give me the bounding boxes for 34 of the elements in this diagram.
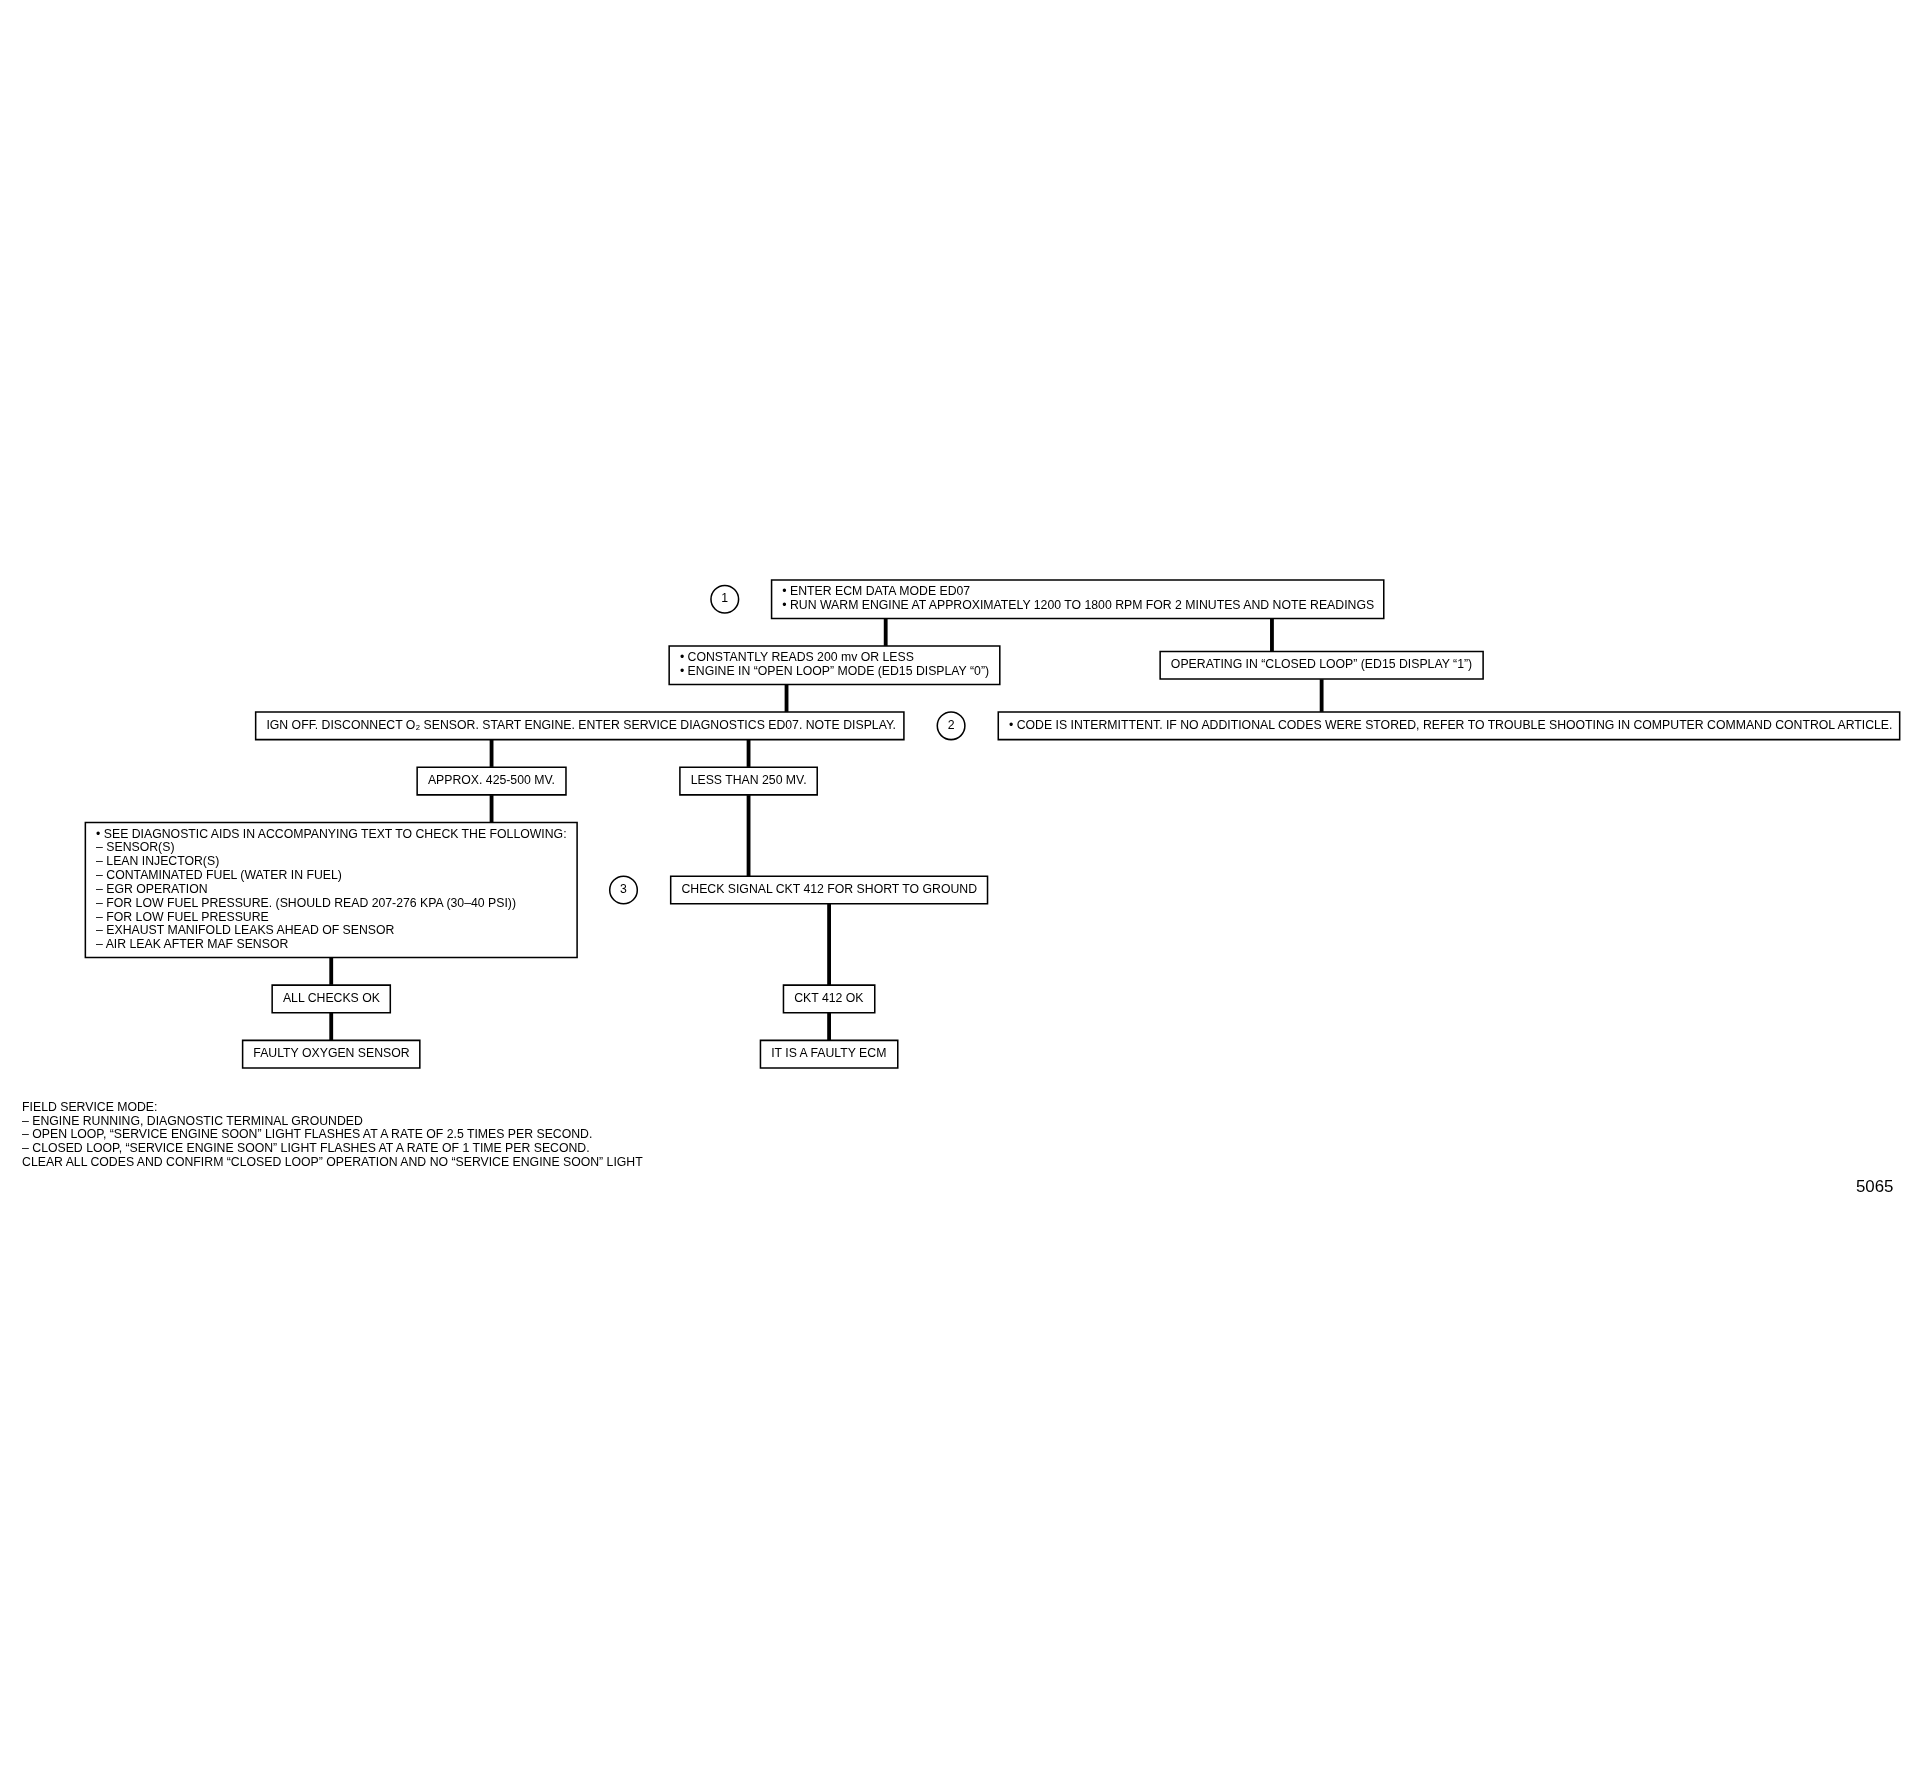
node-label: 3 — [620, 881, 627, 896]
node-box: LESS THAN 250 MV. — [679, 766, 818, 796]
connector — [746, 739, 751, 767]
node-box: • SEE DIAGNOSTIC AIDS IN ACCOMPANYING TEXT TO CHECK THE FOLLOWING: – SENSOR(S) – LEAN INJECTOR(S) – CONTAMINATED FUEL (WATER IN FUEL) – EGR OPERATION – FOR LOW FUEL PRESSURE. (SHOULD READ 207-276 KPA (30–40 PSI)) – FOR LOW FUEL PRESSURE – EXHAUST MANIFOLD LEAKS AHEAD OF SENSOR – AIR LEAK AFTER MAF SENSOR — [84, 821, 578, 958]
node-box: OPERATING IN “CLOSED LOOP” (ED15 DISPLAY “1”) — [1159, 650, 1484, 680]
caption: 5065 — [1855, 1176, 1894, 1196]
connector — [827, 903, 832, 985]
node-box: IT IS A FAULTY ECM — [759, 1039, 899, 1069]
connector — [827, 1012, 832, 1040]
connector — [883, 618, 888, 646]
connector — [784, 684, 789, 712]
node-box: • CONSTANTLY READS 200 mv OR LESS • ENGINE IN “OPEN LOOP” MODE (ED15 DISPLAY “0”) — [668, 644, 1001, 685]
node-box: APPROX. 425-500 MV. — [416, 766, 567, 796]
label: – ENGINE RUNNING, DIAGNOSTIC TERMINAL GROUNDED — [22, 1113, 363, 1128]
node-box: FAULTY OXYGEN SENSOR — [241, 1039, 421, 1069]
connector — [489, 794, 494, 822]
node-box: • ENTER ECM DATA MODE ED07 • RUN WARM ENGINE AT APPROXIMATELY 1200 TO 1800 RPM FOR 2 MINUTES AND NOTE READINGS — [770, 578, 1385, 619]
label: CLEAR ALL CODES AND CONFIRM “CLOSED LOOP” OPERATION AND NO “SERVICE ENGINE SOON” LIGHT — [22, 1154, 643, 1169]
node-label: 2 — [947, 717, 955, 732]
label: FIELD SERVICE MODE: — [22, 1099, 158, 1114]
label: – OPEN LOOP, “SERVICE ENGINE SOON” LIGHT FLASHES AT A RATE OF 2.5 TIMES PER SECOND. — [22, 1126, 593, 1141]
connector — [1319, 678, 1324, 712]
connector — [1270, 618, 1274, 651]
connector — [489, 739, 494, 767]
node-label: 1 — [721, 590, 729, 605]
node-box: CKT 412 OK — [782, 983, 876, 1013]
connector — [329, 957, 334, 985]
node-box: IGN OFF. DISCONNECT O₂ SENSOR. START ENGINE. ENTER SERVICE DIAGNOSTICS ED07. NOTE DISPLAY. — [254, 710, 905, 740]
label: – CLOSED LOOP, “SERVICE ENGINE SOON” LIGHT FLASHES AT A RATE OF 1 TIME PER SECOND. — [22, 1140, 590, 1155]
node-box: ALL CHECKS OK — [271, 983, 392, 1013]
node-box: CHECK SIGNAL CKT 412 FOR SHORT TO GROUND — [669, 874, 989, 905]
connector — [329, 1012, 334, 1040]
node-box: • CODE IS INTERMITTENT. IF NO ADDITIONAL CODES WERE STORED, REFER TO TROUBLE SHOOTING IN COMPUTER COMMAND CONTROL ARTICLE. — [997, 710, 1901, 740]
connector — [746, 794, 751, 876]
